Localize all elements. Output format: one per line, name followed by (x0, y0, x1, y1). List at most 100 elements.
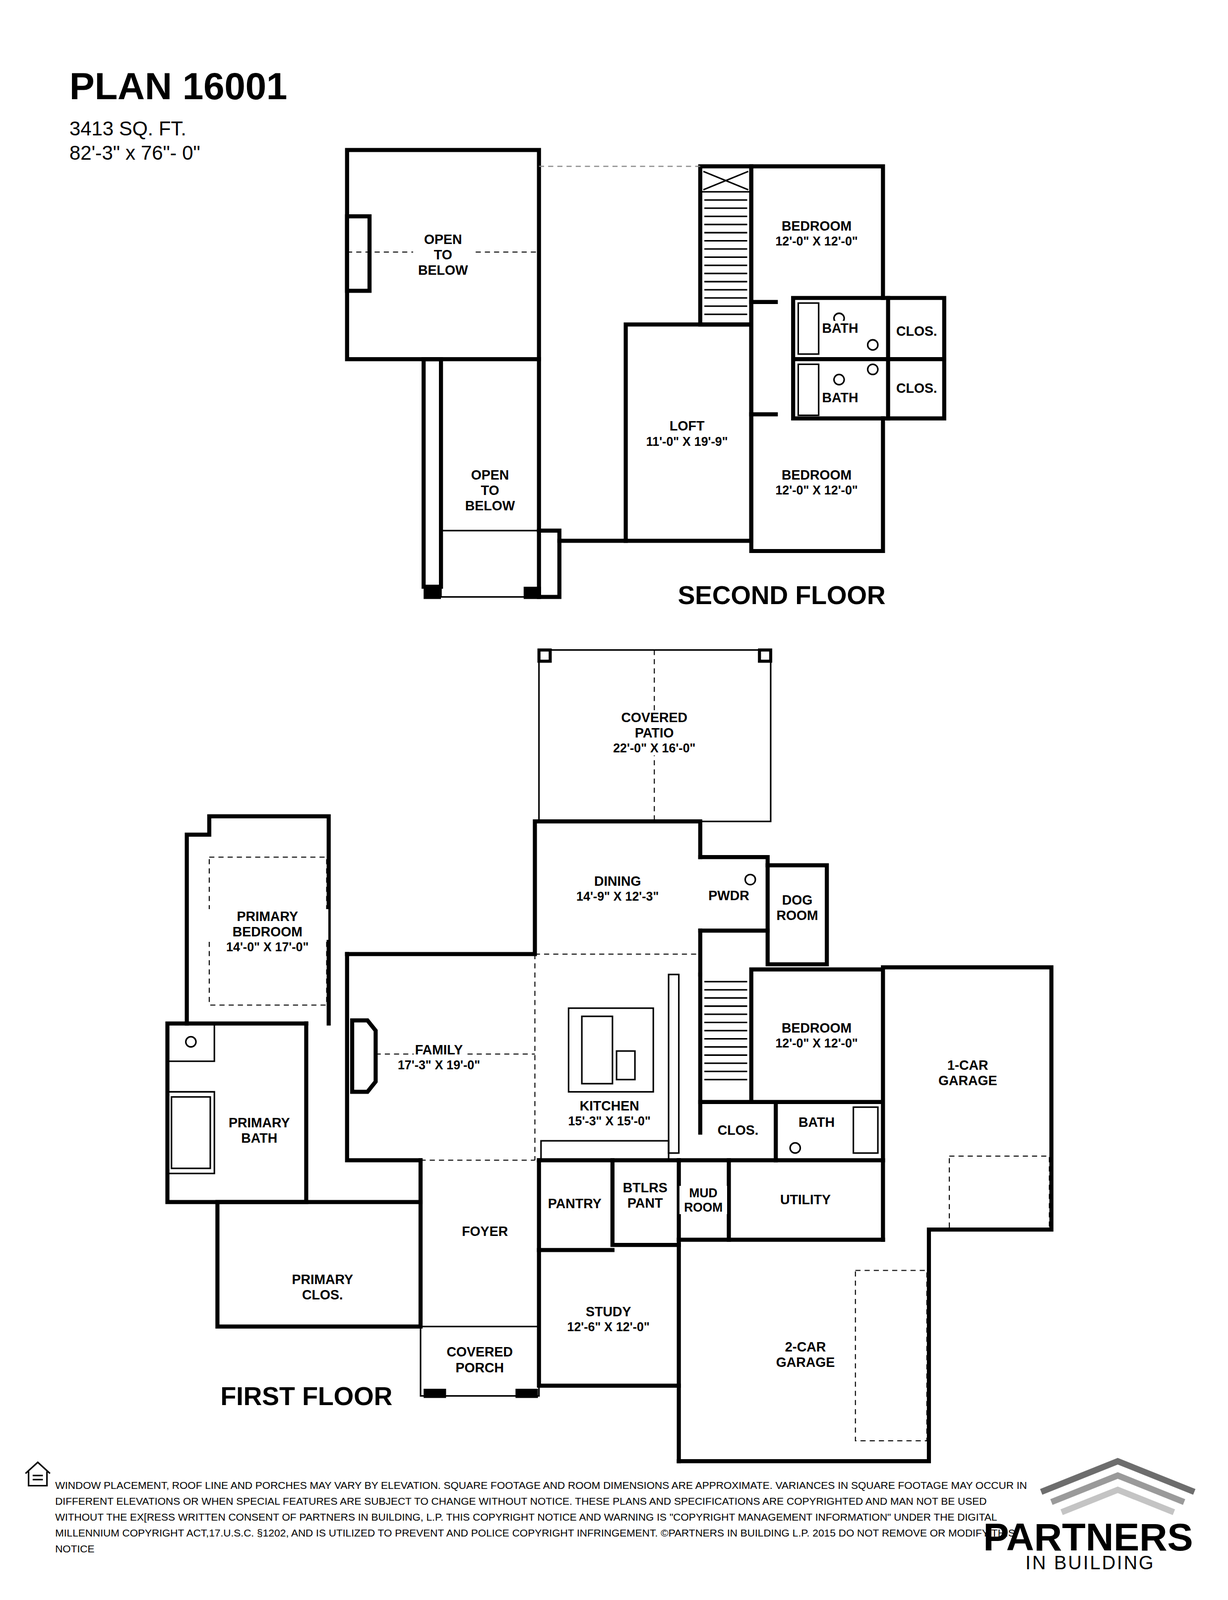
thin-line (668, 974, 679, 1154)
room-name: COVERED PATIO (603, 710, 706, 741)
dashed-line (949, 1156, 1050, 1230)
room-name: FAMILY (413, 1042, 465, 1058)
room-label: UTILITY (778, 1192, 833, 1208)
wall (698, 930, 703, 975)
pillar (423, 1388, 446, 1399)
wall (678, 1158, 884, 1163)
room-name: BATH (820, 320, 860, 337)
wall (700, 969, 883, 1240)
pillar (515, 1388, 538, 1399)
wall (678, 1237, 884, 1242)
room-label: COVERED PATIO22'-0" X 16'-0" (603, 710, 706, 756)
room-label: DINING14'-9" X 12'-3" (574, 873, 661, 904)
thin-line (616, 1050, 635, 1080)
wall (751, 166, 945, 552)
room-label: 1-CAR GARAGE (928, 1057, 1007, 1089)
room-label: 2-CAR GARAGE (766, 1339, 845, 1371)
wall (167, 149, 1052, 1462)
room-label: BATH (797, 1114, 837, 1131)
thin-line (171, 1097, 211, 1169)
room-name: BEDROOM (780, 218, 854, 235)
room-name: CLOS. (716, 1122, 761, 1139)
room-label: PWDR (706, 888, 751, 904)
room-name: PWDR (706, 888, 751, 904)
wall (539, 530, 560, 598)
room-label: DOG ROOM (770, 892, 824, 924)
room-label: BATH (820, 320, 860, 337)
thin-line (185, 1036, 197, 1047)
thin-line (744, 874, 756, 885)
room-name: OPEN TO BELOW (459, 467, 520, 514)
thin-line (167, 171, 878, 1397)
room-label: PRIMARY BATH (218, 1115, 301, 1147)
wall (347, 216, 370, 291)
post (759, 650, 771, 662)
pillar (423, 586, 441, 600)
room-name: KITCHEN (578, 1098, 641, 1114)
equal-housing-logo (32, 1475, 44, 1480)
wall (726, 1160, 731, 1240)
room-label: PRIMARY BEDROOM14'-0" X 17'-0" (206, 909, 329, 955)
wall (700, 857, 768, 931)
room-name: FOYER (460, 1224, 510, 1240)
wall (217, 1202, 421, 1327)
pillar (523, 586, 542, 600)
thin-line (581, 1016, 613, 1084)
room-label: LOFT11'-0" X 19'-9" (644, 418, 730, 449)
equal-housing-logo (25, 1462, 50, 1486)
thin-line (798, 303, 819, 355)
room-name: MUD ROOM (679, 1185, 728, 1215)
wall (559, 538, 626, 543)
wall (612, 1160, 679, 1245)
room-label: BEDROOM12'-0" X 12'-0" (773, 1020, 860, 1051)
floor-title: SECOND FLOOR (677, 579, 886, 611)
copyright-notice: WINDOW PLACEMENT, ROOF LINE AND PORCHES … (55, 1477, 1028, 1557)
pillar (423, 586, 542, 1399)
wall (418, 1160, 423, 1202)
room-dimensions: 22'-0" X 16'-0" (611, 740, 697, 756)
thin-line (798, 364, 819, 416)
room-dimensions: 12'-0" X 12'-0" (773, 234, 860, 249)
wall (186, 816, 329, 1024)
room-dimensions: 12'-0" X 12'-0" (773, 483, 860, 498)
room-label: PANTRY (546, 1196, 604, 1212)
room-name: CLOS. (894, 380, 939, 397)
room-name: COVERED PORCH (428, 1344, 531, 1376)
room-label: COVERED PORCH (428, 1344, 531, 1376)
floor-title: FIRST FLOOR (220, 1380, 393, 1412)
room-label: CLOS. (894, 380, 939, 397)
dashed-line (855, 1270, 927, 1441)
wall (698, 974, 703, 1133)
wall (700, 166, 752, 325)
room-name: BEDROOM (780, 467, 854, 484)
thin-line (853, 1106, 878, 1154)
room-dimensions: 12'-6" X 12'-0" (565, 1319, 652, 1335)
wall (539, 1160, 679, 1386)
wall (347, 954, 421, 1161)
company-logo (1061, 1489, 1174, 1513)
room-label: CLOS. (894, 323, 939, 340)
room-dimensions: 11'-0" X 19'-9" (644, 434, 730, 449)
room-name: BEDROOM (780, 1020, 854, 1037)
thin-line (700, 171, 752, 192)
room-name: PRIMARY CLOS. (281, 1272, 364, 1303)
room-label: FAMILY17'-3" X 19'-0" (396, 1042, 482, 1073)
wall (751, 298, 945, 419)
room-name: DOG ROOM (770, 892, 824, 924)
wall (352, 1020, 376, 1092)
room-label: OPEN TO BELOW (413, 232, 474, 279)
room-name: UTILITY (778, 1192, 833, 1208)
thin-line (834, 374, 845, 385)
room-name: CLOS. (894, 323, 939, 340)
room-label: PRIMARY CLOS. (281, 1272, 364, 1303)
room-label: BATH (820, 390, 860, 406)
room-name: OPEN TO BELOW (413, 232, 474, 279)
room-name: 2-CAR GARAGE (766, 1339, 845, 1371)
room-name: BTLRS PANT (616, 1180, 675, 1212)
thin-line (790, 1142, 801, 1154)
company-logo (1041, 1461, 1195, 1513)
room-dimensions: 14'-9" X 12'-3" (574, 889, 661, 904)
wall (423, 359, 441, 587)
post (539, 650, 551, 662)
